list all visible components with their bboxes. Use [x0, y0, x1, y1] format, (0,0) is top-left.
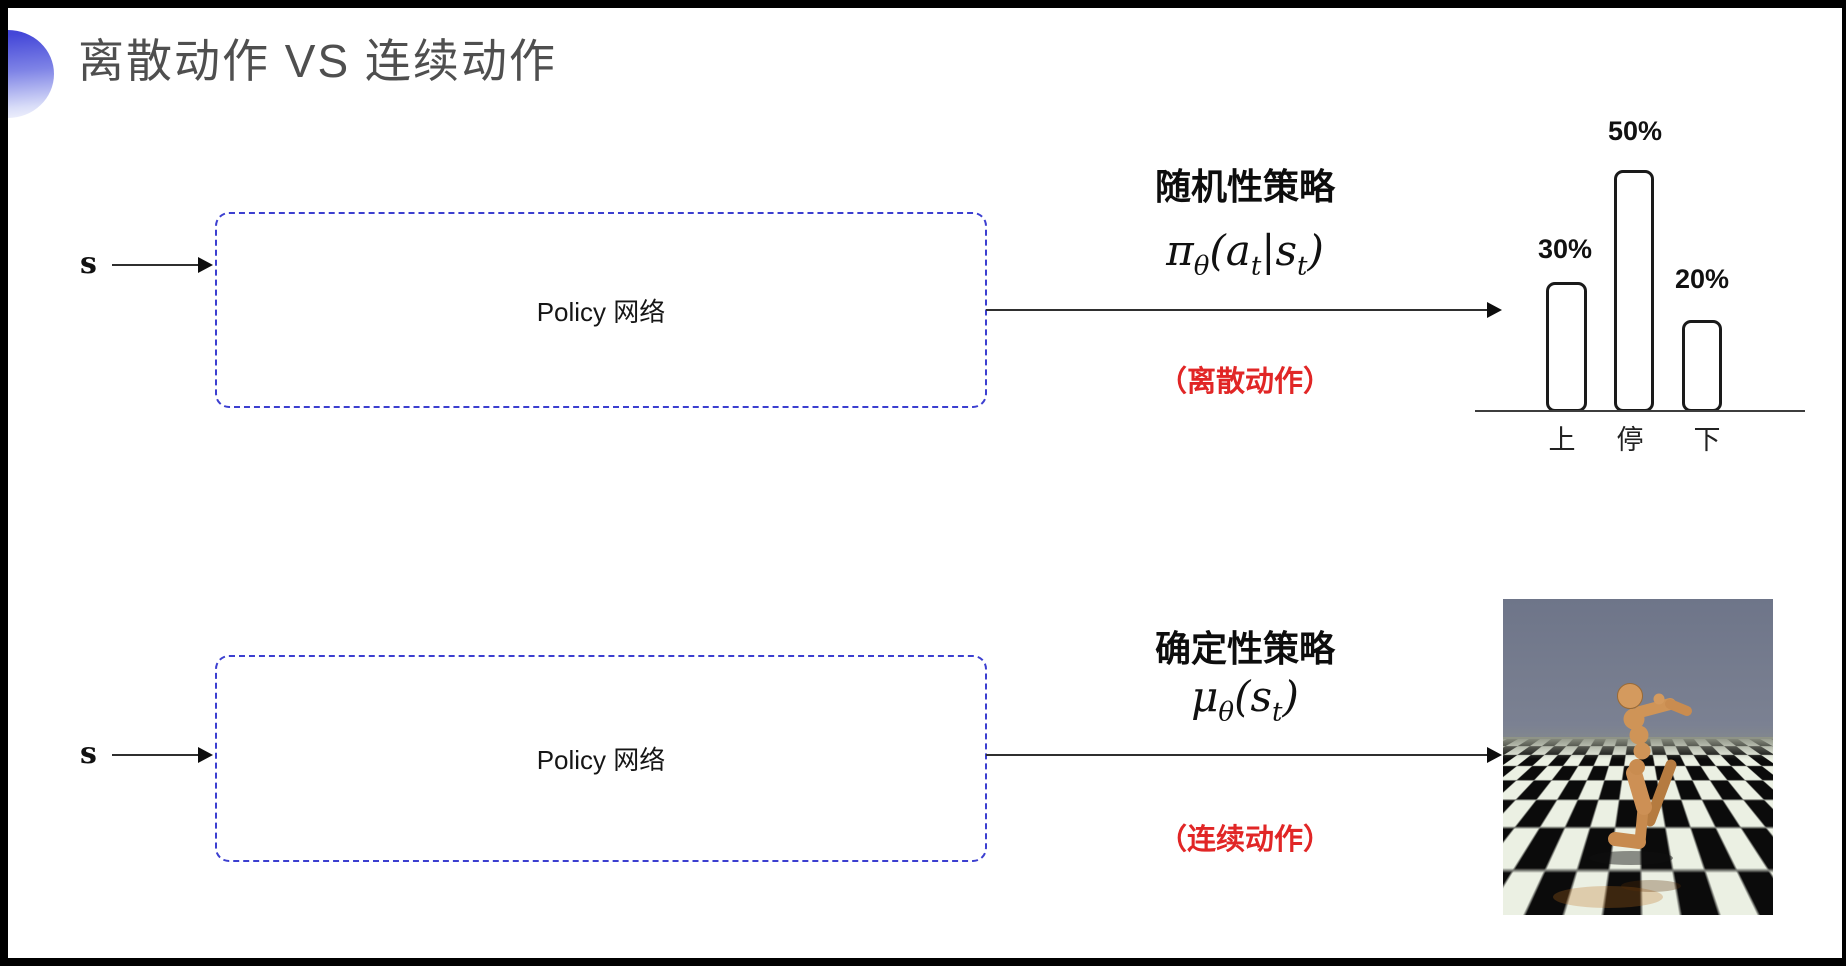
bottom-input-arrow-line — [112, 754, 202, 756]
slide-title: 离散动作 VS 连续动作 — [78, 35, 557, 87]
stochastic-policy-title: 随机性策略 — [1154, 166, 1335, 207]
stochastic-policy-formula: πθ(at|st) — [1080, 226, 1410, 279]
deterministic-policy-title: 确定性策略 — [1154, 628, 1335, 669]
bar-up — [1546, 282, 1587, 412]
bottom-state-input-label: s — [80, 736, 97, 771]
top-output-arrowhead-icon — [1487, 302, 1502, 318]
bar-down — [1682, 320, 1722, 412]
formula-close: ) — [1282, 672, 1299, 721]
formula-theta-sub: θ — [1218, 697, 1235, 728]
top-input-arrow-line — [112, 264, 202, 266]
formula-bar-s: |s — [1261, 226, 1298, 275]
bottom-input-arrowhead-icon — [198, 747, 213, 763]
humanoid-figure — [1553, 683, 1692, 908]
bar-value-label: 50% — [1607, 116, 1663, 146]
bar-category-label: 停 — [1616, 425, 1644, 455]
bottom-output-arrowhead-icon — [1487, 747, 1502, 763]
top-policy-network-box: Policy 网络 — [215, 212, 987, 408]
continuous-action-note: （连续动作） — [1157, 824, 1332, 856]
formula-t-sub2: t — [1297, 251, 1308, 282]
bar-value-label: 20% — [1674, 264, 1730, 294]
formula-t-sub: t — [1272, 697, 1283, 728]
formula-open-a: (a — [1209, 226, 1251, 275]
bar-value-label: 30% — [1537, 234, 1593, 264]
deterministic-policy-formula: μθ(st) — [1080, 672, 1410, 725]
action-probability-bar-chart: 30% 50% 20% 上 停 下 — [1475, 100, 1815, 460]
bottom-output-arrow-line — [986, 754, 1490, 756]
top-policy-network-label: Policy 网络 — [536, 296, 666, 327]
top-state-input-label: s — [80, 246, 97, 281]
bar-category-label: 下 — [1693, 425, 1721, 455]
top-output-arrow-line — [986, 309, 1490, 311]
bottom-policy-network-box: Policy 网络 — [215, 655, 987, 862]
formula-theta-sub: θ — [1193, 251, 1210, 282]
humanoid-simulation-image — [1503, 599, 1773, 915]
bottom-policy-network-label: Policy 网络 — [536, 745, 666, 775]
bar-stay — [1614, 170, 1654, 412]
formula-pi: π — [1166, 226, 1194, 275]
chart-baseline — [1475, 410, 1805, 412]
discrete-action-note: （离散动作） — [1157, 366, 1332, 398]
formula-close: ) — [1307, 226, 1324, 275]
bar-category-label: 上 — [1548, 425, 1576, 455]
formula-open-s: (s — [1234, 672, 1273, 721]
formula-mu: μ — [1191, 672, 1219, 721]
formula-t-sub1: t — [1250, 251, 1262, 282]
top-input-arrowhead-icon — [198, 257, 213, 273]
